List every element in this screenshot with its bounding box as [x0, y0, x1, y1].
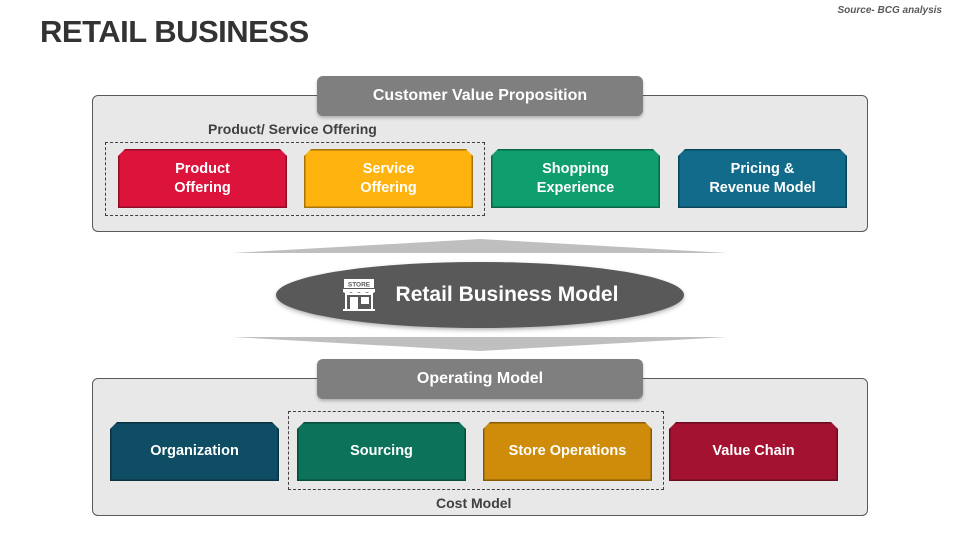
service-offering-box: Service Offering	[304, 149, 473, 208]
upper-chevron	[232, 239, 728, 253]
value-chain-box: Value Chain	[669, 422, 838, 481]
cost-model-group	[288, 411, 664, 490]
source-note: Source- BCG analysis	[837, 5, 942, 16]
sourcing-box: Sourcing	[297, 422, 466, 481]
retail-business-model-ellipse: STORE Retail Business Model	[276, 262, 684, 328]
page-title: RETAIL BUSINESS	[40, 14, 309, 49]
product-offering-label: Product Offering	[174, 160, 231, 196]
product-service-label: Product/ Service Offering	[208, 121, 377, 137]
pricing-revenue-label: Pricing & Revenue Model	[709, 160, 816, 196]
lower-chevron	[232, 337, 728, 351]
service-offering-label: Service Offering	[360, 160, 417, 196]
store-icon-text: STORE	[347, 281, 370, 288]
product-offering-box: Product Offering	[118, 149, 287, 208]
customer-value-header: Customer Value Proposition	[317, 76, 643, 116]
operating-model-header: Operating Model	[317, 359, 643, 399]
pricing-revenue-box: Pricing & Revenue Model	[678, 149, 847, 208]
value-chain-label: Value Chain	[712, 443, 795, 459]
shopping-experience-label: Shopping Experience	[536, 160, 615, 196]
retail-business-model-label: Retail Business Model	[395, 283, 619, 306]
store-operations-label: Store Operations	[508, 443, 627, 459]
shopping-experience-box: Shopping Experience	[491, 149, 660, 208]
organization-label: Organization	[150, 443, 239, 459]
sourcing-label: Sourcing	[350, 443, 413, 459]
store-operations-box: Store Operations	[483, 422, 652, 481]
product-service-group	[105, 142, 485, 216]
store-icon: STORE	[342, 279, 375, 311]
organization-box: Organization	[110, 422, 279, 481]
cost-model-label: Cost Model	[436, 495, 512, 511]
